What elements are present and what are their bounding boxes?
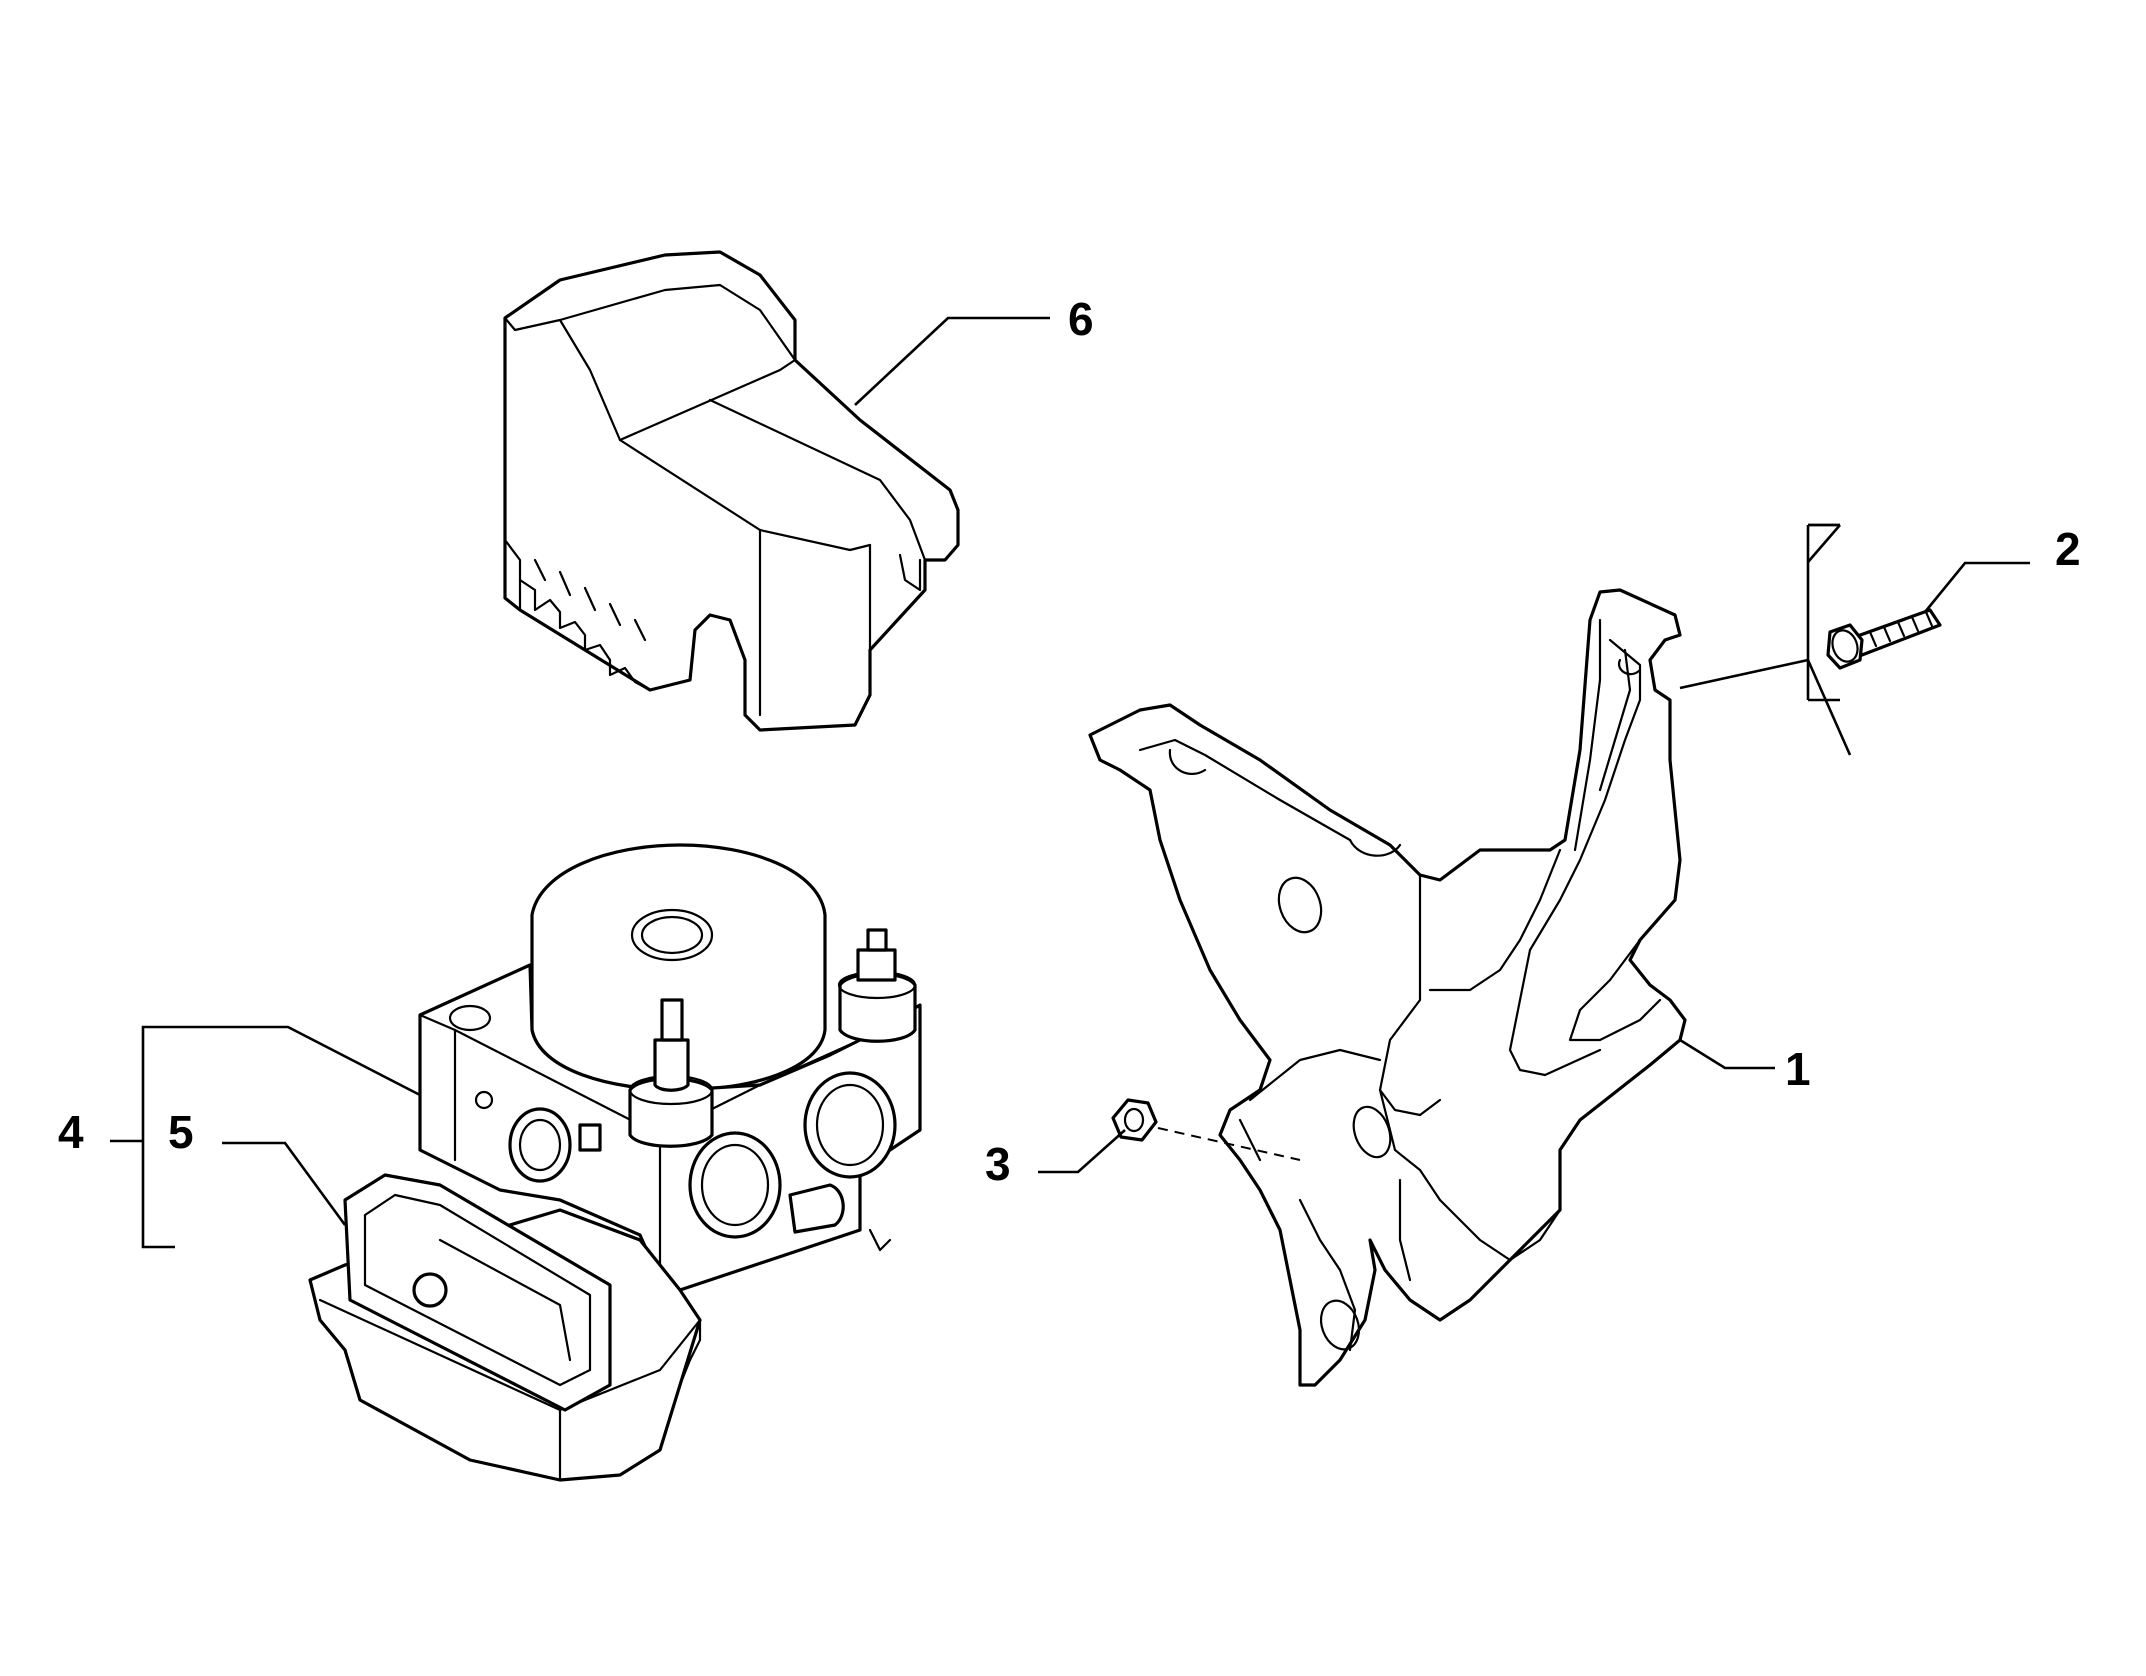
callout-6: 6 (1068, 293, 1094, 345)
part-1-bracket[interactable] (1088, 588, 1687, 1387)
assembly-dashed-line (1157, 1127, 1301, 1161)
callout-3: 3 (985, 1138, 1011, 1190)
leader-lines (110, 316, 2030, 1249)
callout-4: 4 (58, 1106, 84, 1158)
part-4-hydraulic-unit[interactable] (418, 843, 922, 1292)
callout-1: 1 (1785, 1043, 1811, 1095)
part-6-cover[interactable] (503, 250, 960, 732)
callout-2: 2 (2055, 523, 2081, 575)
part-5-control-module[interactable] (308, 1173, 892, 1482)
callout-5: 5 (168, 1106, 194, 1158)
part-2-bolt[interactable] (1826, 608, 1942, 670)
